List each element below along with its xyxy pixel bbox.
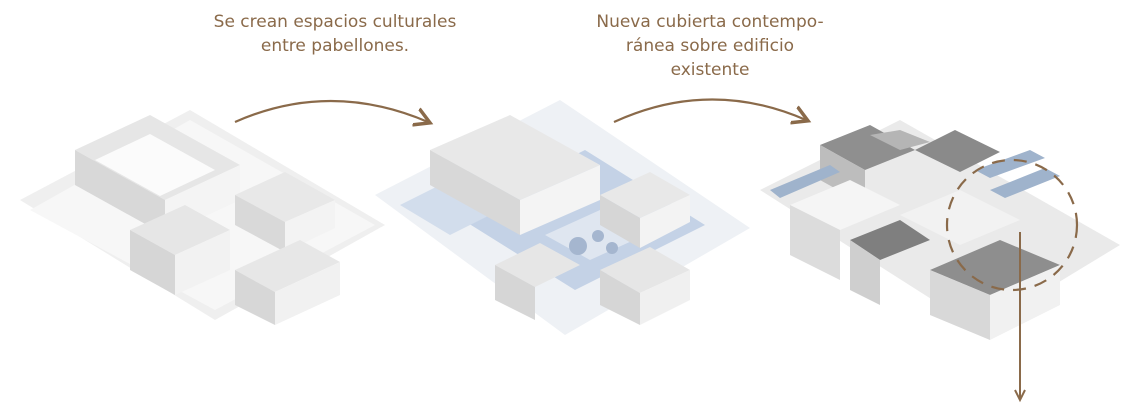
curved-arrow-icon xyxy=(613,98,806,122)
building-existing-walls xyxy=(20,110,385,325)
caption-cultural-spaces: Se crean espacios culturales entre pabel… xyxy=(213,12,457,56)
down-arrow-icon xyxy=(1014,232,1026,403)
curved-arrow-icon xyxy=(234,99,428,122)
dashed-circle-icon xyxy=(945,158,1079,292)
building-cultural-spaces xyxy=(375,100,750,335)
building-new-roof xyxy=(760,120,1120,340)
caption-new-roof: Nueva cubierta contempo- ránea sobre edi… xyxy=(596,12,824,80)
